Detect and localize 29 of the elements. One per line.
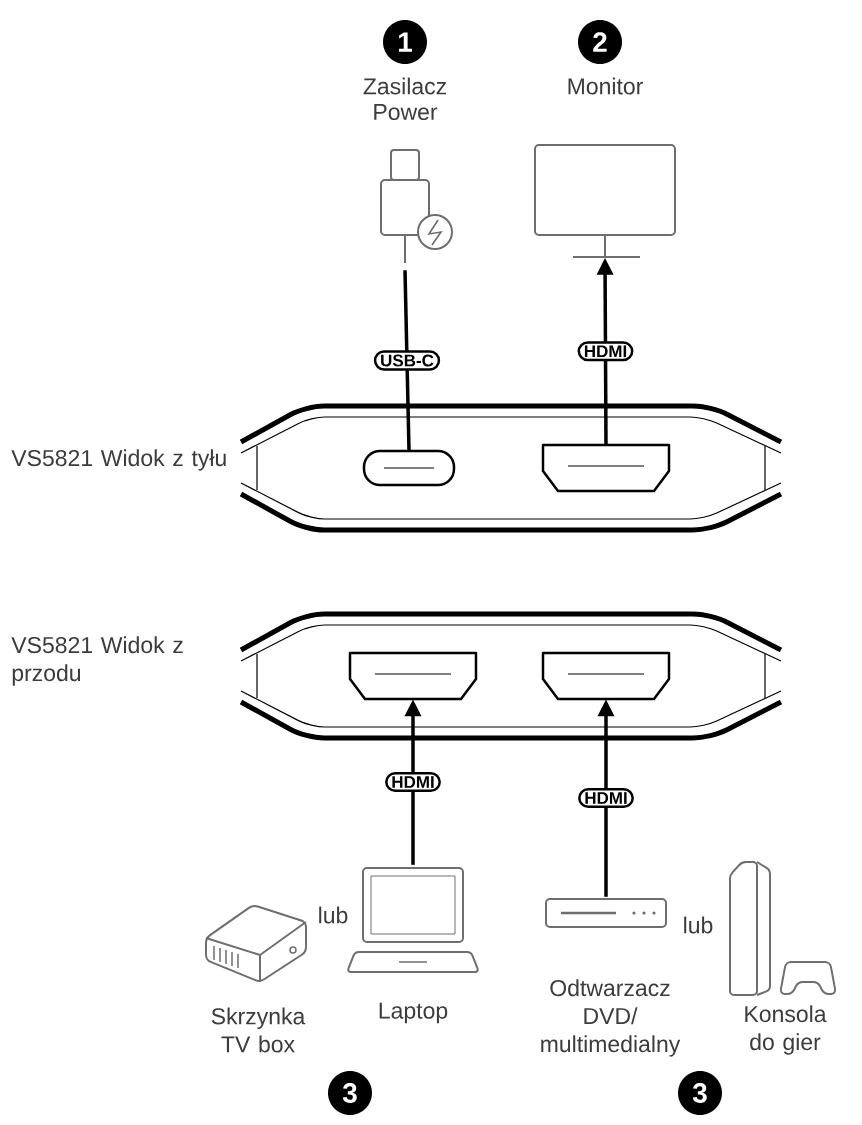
monitor-drawing (534, 144, 676, 258)
callout-number: 3 (328, 1071, 372, 1115)
text-label: Power (374, 104, 438, 121)
hdmi-port (348, 651, 478, 701)
text-label: Konsola do gier (745, 1005, 827, 1055)
tv-box-drawing (205, 905, 307, 983)
game-console-drawing (729, 861, 837, 996)
hdmi-port (541, 651, 671, 701)
edge-label: HDMI (577, 341, 634, 362)
power-adapter-drawing (380, 149, 453, 264)
callout-number: 1 (383, 20, 427, 64)
text-label: Monitor (568, 77, 643, 95)
media-player-drawing (545, 898, 667, 928)
text-label: lub (684, 916, 713, 934)
text-label: Zasilacz (363, 77, 446, 95)
callout-number: 2 (578, 20, 622, 64)
text-label: Laptop (379, 1002, 448, 1024)
edge-label: USB-C (373, 350, 441, 371)
switch-device: VS5821 Widok z tyłu (11, 403, 783, 533)
laptop-drawing (347, 867, 479, 973)
edge-label: HDMI (578, 787, 634, 809)
usb-c-port (362, 449, 456, 487)
callout-number: 3 (678, 1071, 722, 1115)
text-label: Skrzynka TV box (211, 1007, 306, 1053)
switch-device: VS5821 Widok z przodu (11, 611, 783, 741)
hdmi-port (541, 443, 671, 493)
text-label: lub (319, 906, 348, 924)
edge-label: HDMI (385, 771, 441, 793)
text-label: Odtwarzacz DVD/ multimedialny (541, 979, 681, 1057)
